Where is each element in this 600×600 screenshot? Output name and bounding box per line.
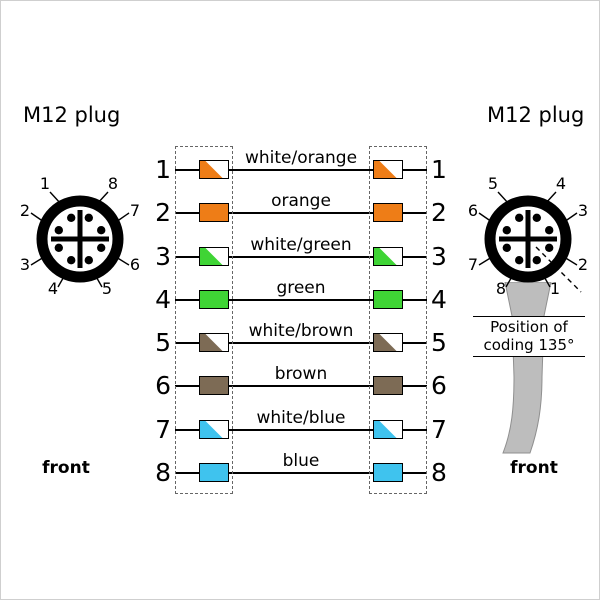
- right-pin-number: 5: [431, 328, 447, 358]
- pin-number-label: 6: [130, 255, 140, 274]
- right-pin-number: 1: [431, 155, 447, 184]
- wire-color-label: blue: [282, 451, 320, 472]
- wire-line: [175, 428, 427, 431]
- pin-number-label: 3: [578, 201, 588, 220]
- wiring-rows: 1 white/orange 1 2 orange 2 3 white/green 3 4 gree…: [147, 148, 455, 494]
- pin-number-label: 7: [468, 255, 478, 274]
- wire-color-label: orange: [271, 191, 331, 212]
- wire-row: 5 white/brown 5: [147, 321, 455, 364]
- pin-number-label: 4: [556, 174, 566, 193]
- left-plug-title: M12 plug: [23, 103, 121, 127]
- wire-color-box-left: [199, 463, 229, 483]
- wire-color-box-right: [373, 419, 403, 439]
- wiring-table: 1 white/orange 1 2 orange 2 3 white/green 3 4 gree…: [147, 146, 455, 495]
- left-pin-number: 2: [155, 198, 171, 228]
- right-pin-number: 2: [431, 198, 447, 228]
- coding-key-cross: [51, 210, 109, 268]
- wire-color-box-right: [373, 246, 403, 266]
- wire-color-box-left: [199, 419, 229, 439]
- wire-line: [175, 385, 427, 388]
- wire-color-box-left: [199, 333, 229, 353]
- left-pin-number: 4: [155, 284, 171, 314]
- pin-number-label: 1: [550, 279, 560, 298]
- wire-color-box-right: [373, 333, 403, 353]
- wire-row: 3 white/green 3: [147, 235, 455, 278]
- right-pin-number: 3: [431, 241, 447, 271]
- wire-color-box-left: [199, 203, 229, 223]
- wire-color-box-right: [373, 289, 403, 309]
- pin-number-label: 6: [468, 201, 478, 220]
- right-pin-number: 7: [431, 414, 447, 444]
- coding-note-line1: Position of: [490, 318, 568, 336]
- right-pin-number: 6: [431, 371, 447, 401]
- wire-row: 4 green 4: [147, 278, 455, 321]
- wire-color-label: white/brown: [248, 321, 354, 342]
- wire-color-box-left: [199, 160, 229, 179]
- wire-row: 1 white/orange 1: [147, 148, 455, 191]
- pin-number-label: 2: [578, 255, 588, 274]
- wire-line: [175, 255, 427, 258]
- wire-color-label: green: [276, 277, 326, 298]
- wire-color-box-left: [199, 289, 229, 309]
- pin-number-label: 5: [102, 279, 112, 298]
- wire-color-box-left: [199, 376, 229, 396]
- wire-color-label: white/blue: [256, 407, 346, 428]
- cable: [502, 282, 552, 454]
- pin-leader-lines: [478, 191, 578, 288]
- wire-color-box-right: [373, 463, 403, 483]
- wire-line: [175, 298, 427, 301]
- wire-color-label: brown: [274, 364, 328, 385]
- left-pin-number: 5: [155, 328, 171, 358]
- wire-row: 2 orange 2: [147, 191, 455, 234]
- wire-color-box-right: [373, 203, 403, 223]
- left-plug-face: 1 8 2 7 3 6 4 5: [20, 174, 140, 298]
- wiring-dashed-frame-right: [369, 146, 427, 494]
- coding-position-dashed-line: [535, 246, 582, 293]
- right-plug-face: 5 4 6 3 7 2 8 1: [468, 174, 588, 298]
- pin-number-label: 4: [48, 279, 58, 298]
- front-label-left: front: [42, 458, 90, 478]
- wiring-dashed-frame-left: [175, 146, 233, 494]
- left-pin-number: 6: [155, 371, 171, 401]
- wire-color-box-left: [199, 246, 229, 266]
- wire-line: [175, 342, 427, 345]
- wire-color-label: white/green: [250, 234, 352, 255]
- pin-number-label: 3: [20, 255, 30, 274]
- pin-number-label: 8: [108, 174, 118, 193]
- pin-number-label: 7: [130, 201, 140, 220]
- coding-note-line2: coding 135°: [483, 336, 575, 354]
- front-label-right: front: [510, 458, 558, 478]
- coding-key-cross: [499, 210, 557, 268]
- wire-line: [175, 169, 427, 171]
- left-pin-number: 8: [155, 458, 171, 488]
- pin-number-label: 2: [20, 201, 30, 220]
- pin-number-label: 8: [496, 279, 506, 298]
- wire-row: 8 blue 8: [147, 451, 455, 494]
- wire-line: [175, 212, 427, 215]
- right-pin-number: 8: [431, 458, 447, 488]
- pin-leader-lines: [30, 191, 130, 288]
- right-plug-title: M12 plug: [487, 103, 585, 127]
- wire-row: 7 white/blue 7: [147, 408, 455, 451]
- left-pin-number: 7: [155, 414, 171, 444]
- wire-color-label: white/orange: [244, 148, 358, 168]
- pin-contact-dots: [502, 213, 554, 265]
- right-pin-number: 4: [431, 284, 447, 314]
- wire-line: [175, 472, 427, 475]
- pin-contact-dots: [54, 213, 106, 265]
- pin-number-label: 5: [488, 174, 498, 193]
- left-pin-number: 1: [155, 155, 171, 184]
- wire-color-box-right: [373, 376, 403, 396]
- coding-position-note: Position of coding 135°: [473, 316, 585, 357]
- wire-color-box-right: [373, 160, 403, 179]
- left-pin-number: 3: [155, 241, 171, 271]
- wire-row: 6 brown 6: [147, 364, 455, 407]
- pin-number-label: 1: [40, 174, 50, 193]
